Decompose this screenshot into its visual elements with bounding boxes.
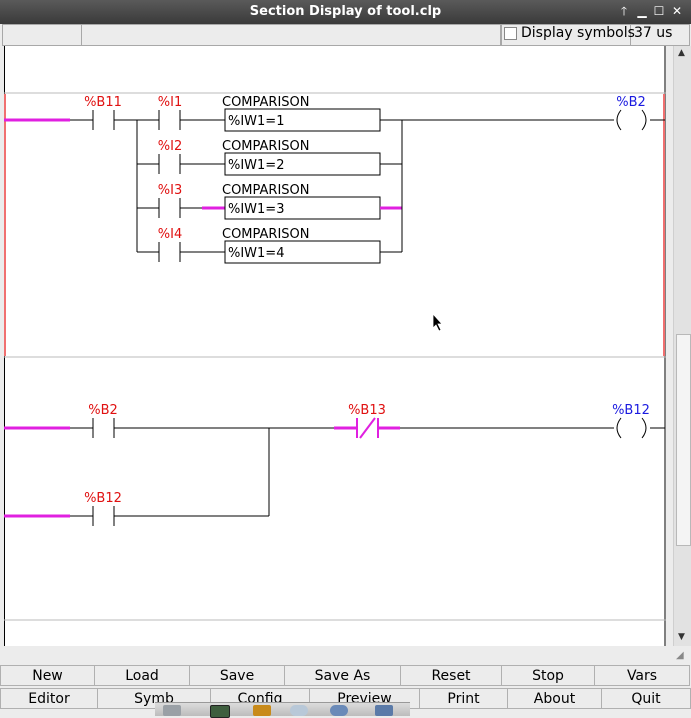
toolbar-blank-field-2 xyxy=(81,24,501,46)
scroll-down-icon[interactable]: ▼ xyxy=(678,632,685,642)
ladder-canvas[interactable]: %B11 %I1 %I2 %I3 %I4 COMPARISON COMPARIS… xyxy=(4,46,666,646)
contact-i1[interactable] xyxy=(158,110,181,130)
contact-label: %I3 xyxy=(158,183,182,198)
notes-icon[interactable] xyxy=(253,705,271,716)
title-bar: Section Display of tool.clp 🡑 ▁ ☐ ✕ xyxy=(0,0,691,24)
vars-button[interactable]: Vars xyxy=(594,665,690,686)
resize-grip-icon[interactable]: ◢ xyxy=(676,650,684,661)
contact-i4[interactable] xyxy=(158,242,181,262)
new-button[interactable]: New xyxy=(0,665,95,686)
search-icon[interactable] xyxy=(330,705,348,716)
scan-time-frame xyxy=(630,24,690,46)
quit-button[interactable]: Quit xyxy=(601,688,691,709)
coil-b12[interactable] xyxy=(616,417,647,439)
print-button[interactable]: Print xyxy=(419,688,508,709)
display-symbols-checkbox[interactable] xyxy=(504,27,517,40)
toolbar-blank-field-1 xyxy=(2,24,82,46)
terminal-icon[interactable] xyxy=(210,705,230,718)
contact-i2[interactable] xyxy=(158,154,181,174)
contact-b12[interactable] xyxy=(92,506,115,526)
comparison-expression: %IW1=3 xyxy=(228,202,284,217)
dock-bar xyxy=(155,702,410,718)
maximize-icon[interactable]: ☐ xyxy=(653,4,665,18)
contact-b13-normally-closed[interactable] xyxy=(356,417,379,439)
contact-label: %B12 xyxy=(84,491,122,506)
contact-label: %I4 xyxy=(158,227,182,242)
comparison-title: COMPARISON xyxy=(222,227,310,242)
coil-label: %B12 xyxy=(612,403,650,418)
comparison-expression: %IW1=2 xyxy=(228,158,284,173)
status-strip xyxy=(0,646,691,664)
scroll-up-icon[interactable]: ▲ xyxy=(678,48,685,58)
contact-label: %B13 xyxy=(348,403,386,418)
contact-label: %I1 xyxy=(158,95,182,110)
close-icon[interactable]: ✕ xyxy=(671,4,683,18)
contact-label: %B11 xyxy=(84,95,122,110)
stop-button[interactable]: Stop xyxy=(501,665,595,686)
keep-above-icon[interactable]: 🡑 xyxy=(620,4,628,18)
comparison-title: COMPARISON xyxy=(222,95,310,110)
coil-label: %B2 xyxy=(616,95,646,110)
window-title: Section Display of tool.clp xyxy=(249,4,442,19)
load-button[interactable]: Load xyxy=(94,665,190,686)
contact-b11[interactable] xyxy=(92,110,115,130)
comparison-title: COMPARISON xyxy=(222,183,310,198)
scrollbar-thumb[interactable] xyxy=(676,334,691,546)
comparison-title: COMPARISON xyxy=(222,139,310,154)
minimize-icon[interactable]: ▁ xyxy=(637,4,647,18)
mouse-cursor-icon xyxy=(432,312,443,332)
save-button[interactable]: Save xyxy=(189,665,285,686)
button-row-1: New Load Save Save As Reset Stop Vars xyxy=(0,665,691,687)
contact-i3[interactable] xyxy=(158,198,181,218)
editor-button[interactable]: Editor xyxy=(0,688,98,709)
vertical-scrollbar[interactable]: ▲ ▼ xyxy=(673,46,691,646)
ladder-diagram: %B11 %I1 %I2 %I3 %I4 COMPARISON COMPARIS… xyxy=(4,46,666,646)
contact-label: %I2 xyxy=(158,139,182,154)
display-symbols-label[interactable]: Display symbols xyxy=(521,25,635,41)
coil-b2[interactable] xyxy=(616,109,647,131)
toolbar xyxy=(0,24,691,46)
contact-label: %B2 xyxy=(88,403,118,418)
reset-button[interactable]: Reset xyxy=(400,665,502,686)
about-button[interactable]: About xyxy=(507,688,602,709)
browser-icon[interactable] xyxy=(290,705,308,716)
comparison-expression: %IW1=4 xyxy=(228,246,284,261)
scan-time: 37 us xyxy=(634,25,673,41)
folder-icon[interactable] xyxy=(375,705,393,716)
gamepad-icon[interactable] xyxy=(163,705,181,716)
comparison-expression: %IW1=1 xyxy=(228,114,284,129)
save-as-button[interactable]: Save As xyxy=(284,665,401,686)
contact-b2[interactable] xyxy=(92,418,115,438)
